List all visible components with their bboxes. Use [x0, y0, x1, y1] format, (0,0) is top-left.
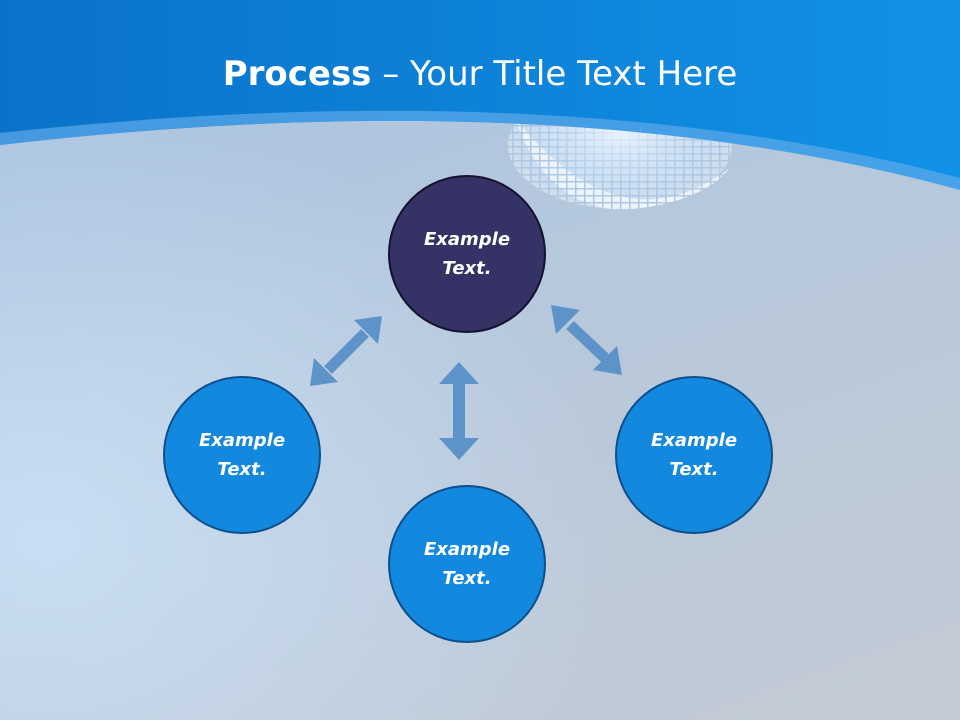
arrow-left-diagonal	[310, 316, 382, 386]
header-band	[0, 0, 960, 190]
arrow-vertical	[439, 362, 479, 460]
process-node-left: Example Text.	[163, 376, 321, 534]
node-left-label: Example Text.	[198, 430, 286, 480]
title-rest: – Your Title Text Here	[371, 54, 738, 94]
process-node-right: Example Text.	[615, 376, 773, 534]
process-node-top: Example Text.	[388, 175, 546, 333]
node-bottom-label: Example Text.	[423, 539, 511, 589]
title-bold: Process	[222, 54, 372, 94]
process-node-bottom: Example Text.	[388, 485, 546, 643]
slide-title: Process – Your Title Text Here	[0, 52, 960, 96]
arrow-right-diagonal	[551, 305, 622, 375]
node-top-label: Example Text.	[423, 229, 511, 279]
node-right-label: Example Text.	[650, 430, 738, 480]
